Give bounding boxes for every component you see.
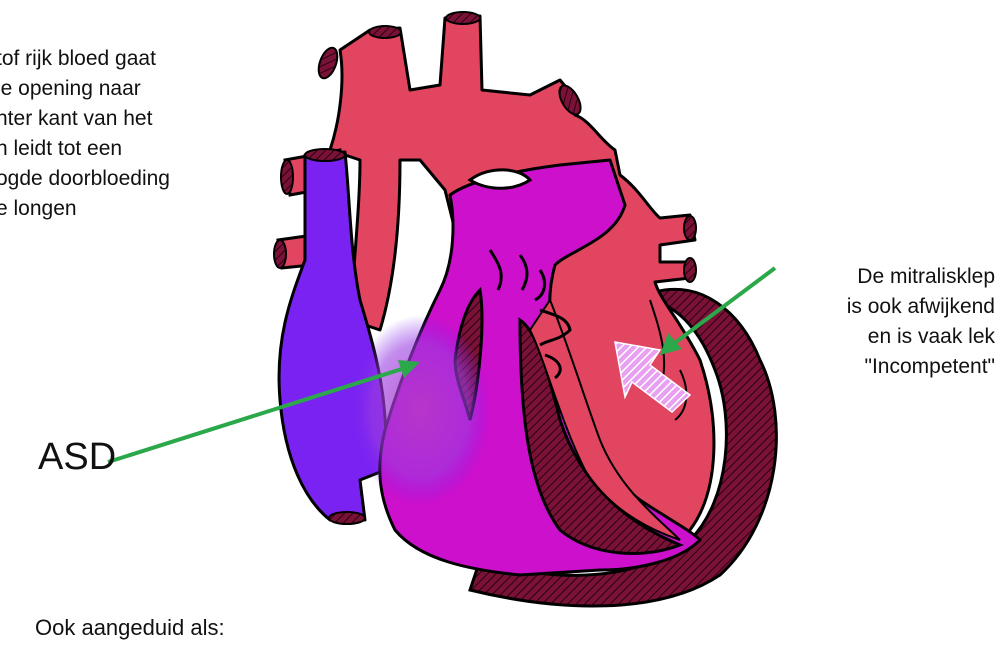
vessel-cap [329, 512, 365, 524]
vessel-cap [281, 160, 293, 194]
mitral-line: De mitralisklep [745, 262, 995, 292]
vessel-cap [684, 216, 696, 240]
mitral-line: is ook afwijkend [745, 292, 995, 322]
vessel-cap [446, 12, 480, 24]
description-line: hter kant van het [0, 104, 266, 134]
description-line: e longen [0, 194, 266, 224]
vessel-cap [274, 240, 286, 268]
mitral-valve-note: De mitralisklep is ook afwijkend en is v… [745, 262, 995, 382]
vessel-cap [305, 149, 345, 161]
mitral-line: en is vaak lek [745, 322, 995, 352]
mitral-line: "Incompetent" [745, 352, 995, 382]
description-line: ogde doorbloeding [0, 164, 266, 194]
vessel-cap [315, 45, 341, 81]
vessel-cap [684, 258, 696, 282]
description-line: n leidt tot een [0, 134, 266, 164]
asd-label: ASD [38, 436, 116, 479]
also-known-as-label: Ook aangeduid als: [35, 615, 225, 641]
asd-defect [350, 315, 490, 505]
description-line: le opening naar [0, 74, 266, 104]
shunt-description: tof rijk bloed gaat le opening naar hter… [0, 44, 266, 224]
vessel-cap [369, 26, 401, 38]
description-line: tof rijk bloed gaat [0, 44, 266, 74]
